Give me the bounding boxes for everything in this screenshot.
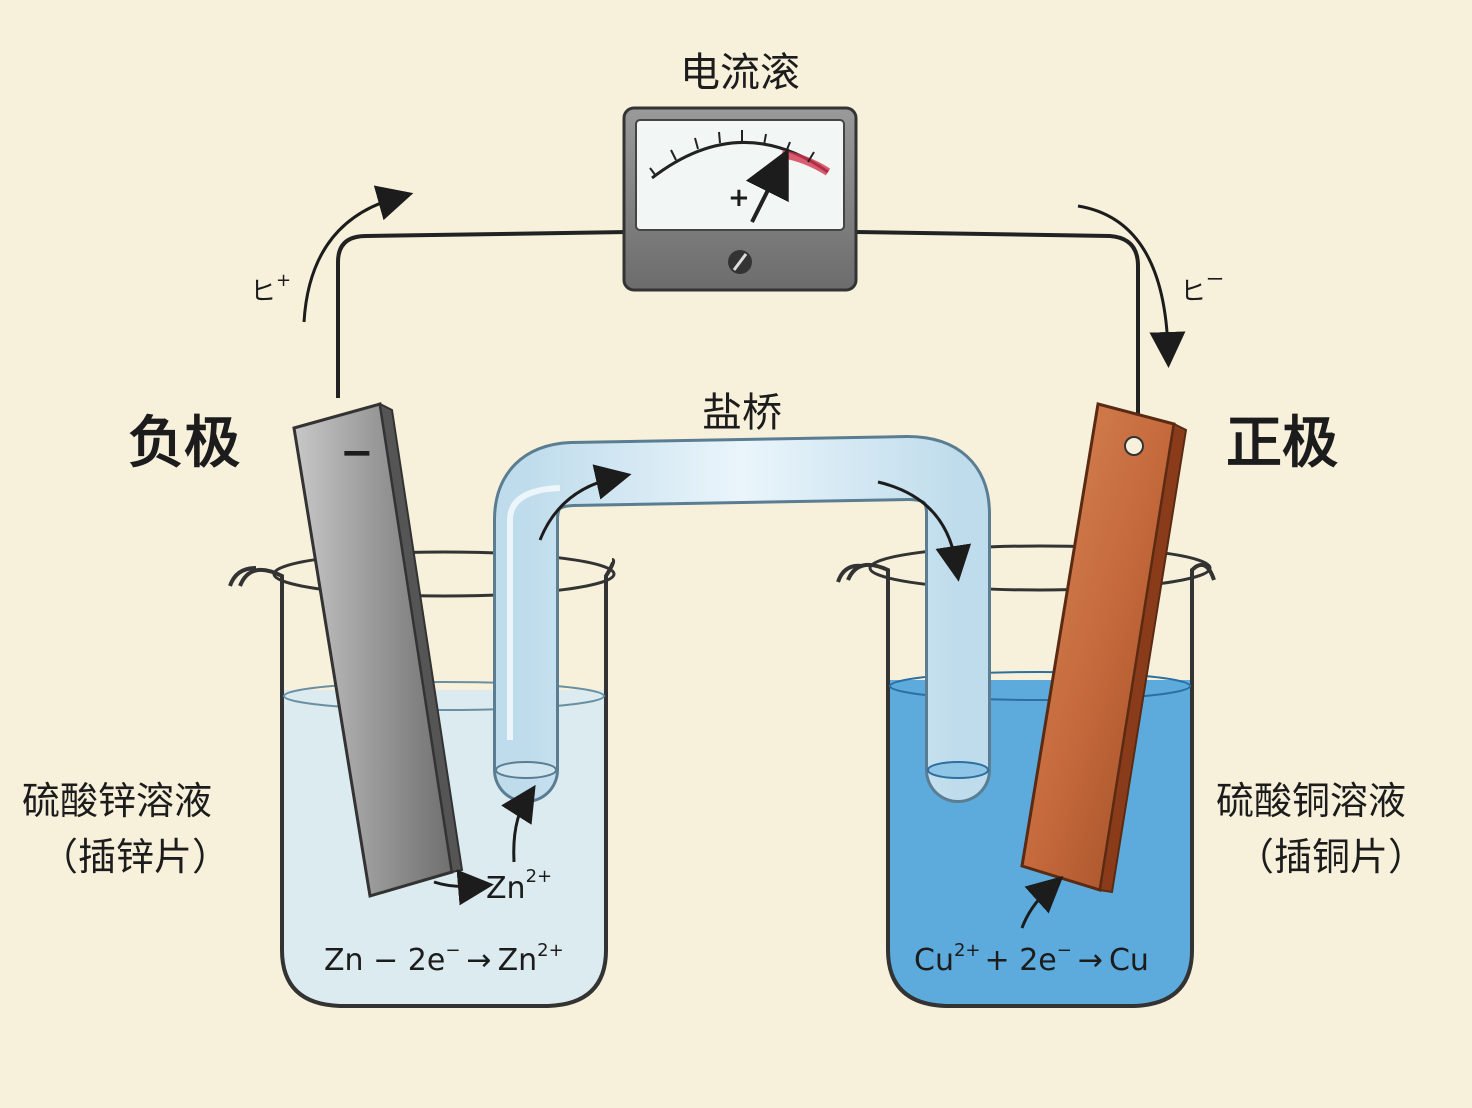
right-half-reaction: Cu2++ 2e−→Cu <box>914 940 1149 978</box>
electron-label-left: ヒ+ <box>250 270 291 307</box>
right-beaker <box>836 544 1216 1008</box>
external-wire <box>336 230 1140 420</box>
left-solution-name: 硫酸锌溶液 <box>22 779 212 823</box>
galvanometer: + <box>622 106 858 292</box>
electron-flow-right-arrow <box>1077 204 1186 368</box>
salt-bridge-tube <box>493 434 991 803</box>
right-solution-note: （插铜片） <box>1236 835 1426 879</box>
right-solution-name: 硫酸铜溶液 <box>1216 779 1406 823</box>
electron-flow-left-arrow <box>302 185 414 323</box>
negative-electrode-label: 负极 <box>128 411 240 476</box>
copper-plate <box>1020 402 1188 894</box>
zinc-ion-release-arrow <box>433 869 494 906</box>
left-half-reaction: Zn − 2e−→Zn2+ <box>324 940 564 978</box>
salt-bridge-left-arrow <box>538 464 632 541</box>
diagram-title: 电流滚 <box>680 50 800 96</box>
zinc-ion-up-arrow <box>501 784 536 863</box>
left-solution-note: （插锌片） <box>40 835 230 879</box>
electron-label-right: ヒー <box>1180 270 1224 307</box>
salt-bridge-right-arrow <box>877 480 972 582</box>
salt-bridge-label: 盐桥 <box>702 390 782 436</box>
zinc-plate: − <box>292 402 464 898</box>
meter-plus-sign: + <box>728 183 750 213</box>
positive-electrode-label: 正极 <box>1226 411 1338 476</box>
copper-deposit-arrow <box>1020 875 1064 929</box>
zinc-ion-label: Zn2+ <box>486 866 552 906</box>
zinc-minus-sign: − <box>340 430 374 476</box>
